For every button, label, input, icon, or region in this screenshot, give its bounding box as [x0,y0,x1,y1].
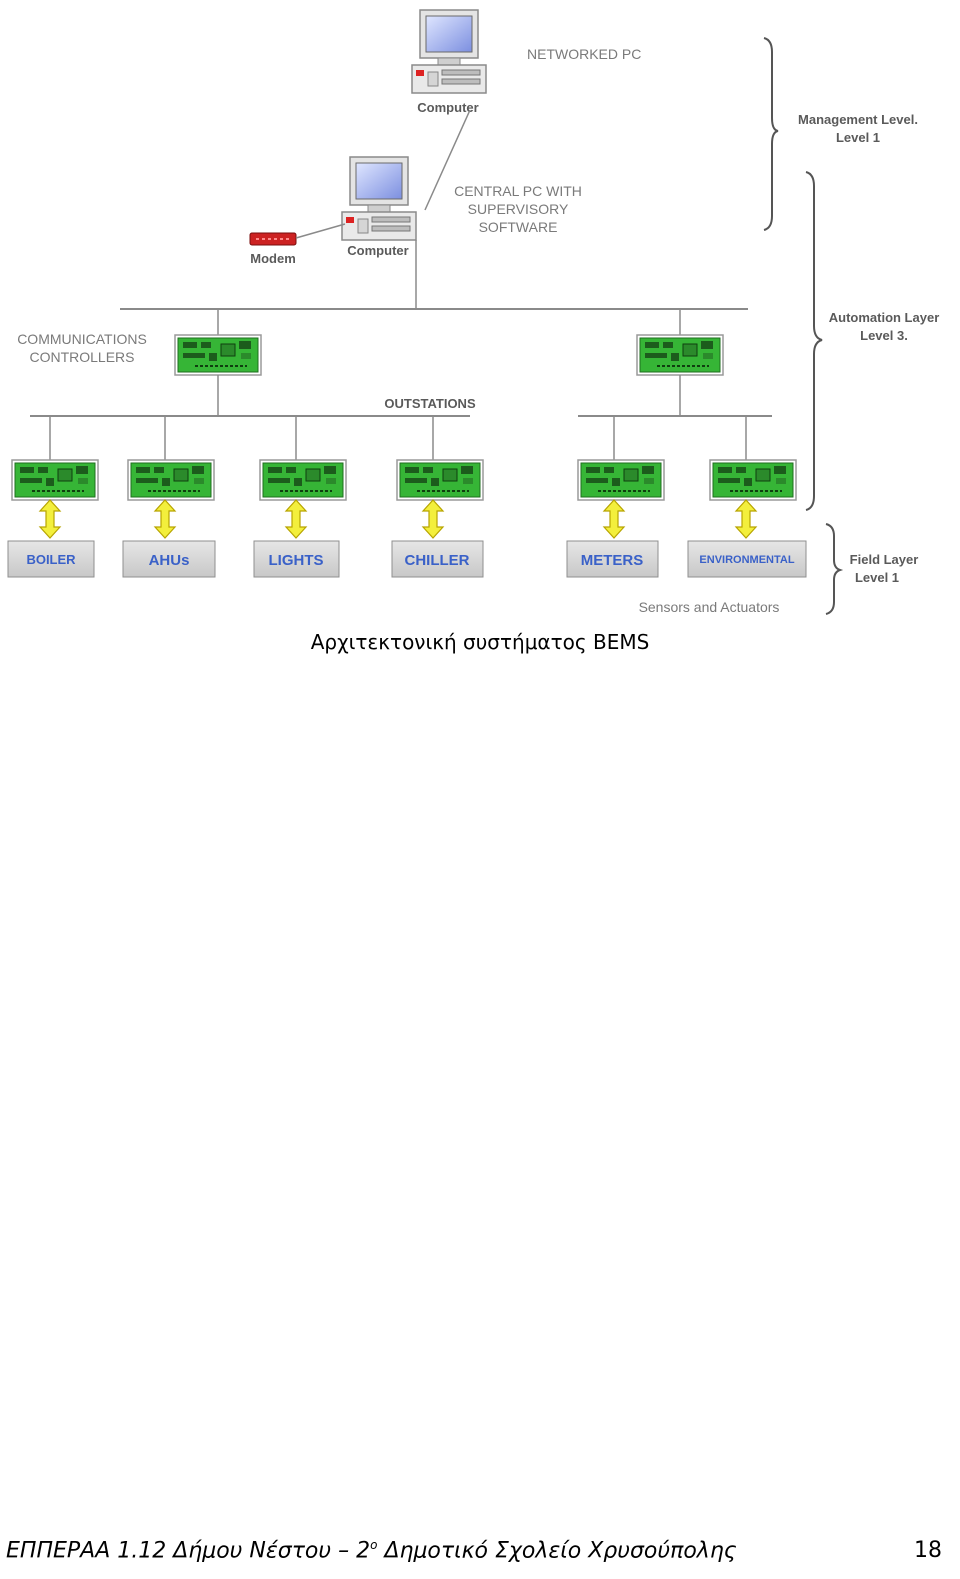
device-label-environmental: ENVIRONMENTAL [699,554,794,566]
outstation-board-chiller [396,459,484,501]
page-footer: ΕΠΠΕΡΑΑ 1.12 Δήμου Νέστου – 2ο Δημοτικό … [6,1538,942,1570]
central-pc-line-3: SOFTWARE [479,219,558,235]
outstation-board-boiler [11,459,99,501]
device-label-meters: METERS [581,552,644,569]
arrow-environmental [735,499,757,539]
arrow-lights [285,499,307,539]
computer-central-label: Computer [347,243,408,258]
central-pc-line-1: CENTRAL PC WITH [454,183,582,199]
device-box-lights: LIGHTS [253,540,340,578]
outstation-board-ahus [127,459,215,501]
field-line-2: Level 1 [855,570,899,585]
comm-controllers-line-2: CONTROLLERS [29,349,134,365]
footer-left: ΕΠΠΕΡΑΑ 1.12 Δήμου Νέστου – 2ο Δημοτικό … [6,1538,737,1563]
comm-controller-left-board [174,334,262,376]
modem-link-line [295,223,346,239]
outstation-board-environmental [709,459,797,501]
footer-text-b: Δημοτικό Σχολείο Χρυσούπολης [377,1538,737,1564]
comm-controllers-line-1: COMMUNICATIONS [17,331,147,347]
networked-pc-label: NETWORKED PC [527,46,641,62]
device-label-ahus: AHUs [149,552,190,569]
management-line-1: Management Level. [798,112,918,127]
field-brace [825,523,844,615]
page-number: 18 [914,1538,942,1563]
device-box-chiller: CHILLER [391,540,484,578]
management-brace [763,37,779,231]
arrow-meters [603,499,625,539]
comm-controller-right-board [636,334,724,376]
outstation-board-meters [577,459,665,501]
arrow-chiller [422,499,444,539]
device-box-meters: METERS [566,540,659,578]
device-box-environmental: ENVIRONMENTAL [687,540,807,578]
networked-computer-icon [411,9,487,94]
management-line-2: Level 1 [836,130,880,145]
central-pc-line-2: SUPERVISORY [468,201,569,217]
footer-text-a: ΕΠΠΕΡΑΑ 1.12 Δήμου Νέστου – 2 [6,1538,371,1564]
automation-brace [805,171,823,511]
outstations-label: OUTSTATIONS [384,396,476,411]
sensors-actuators-label: Sensors and Actuators [639,599,780,615]
computer-top-label: Computer [417,100,478,115]
network-link-line [424,109,471,211]
modem-label: Modem [250,251,296,266]
automation-line-1: Automation Layer [829,310,940,325]
device-label-lights: LIGHTS [269,552,324,569]
arrow-boiler [39,499,61,539]
outstation-board-lights [259,459,347,501]
field-line-1: Field Layer [850,552,919,567]
automation-line-2: Level 3. [860,328,908,343]
modem-icon [249,232,297,246]
central-computer-icon [341,156,417,241]
device-box-boiler: BOILER [7,540,95,578]
figure-caption: Αρχιτεκτονική συστήματος BEMS [310,630,650,654]
bems-architecture-diagram: Computer NETWORKED PC Computer CENTRAL P… [7,9,940,615]
footer-superscript: ο [370,1538,378,1552]
device-label-boiler: BOILER [26,552,76,567]
arrow-ahus [154,499,176,539]
device-box-ahus: AHUs [122,540,216,578]
device-label-chiller: CHILLER [405,552,470,569]
